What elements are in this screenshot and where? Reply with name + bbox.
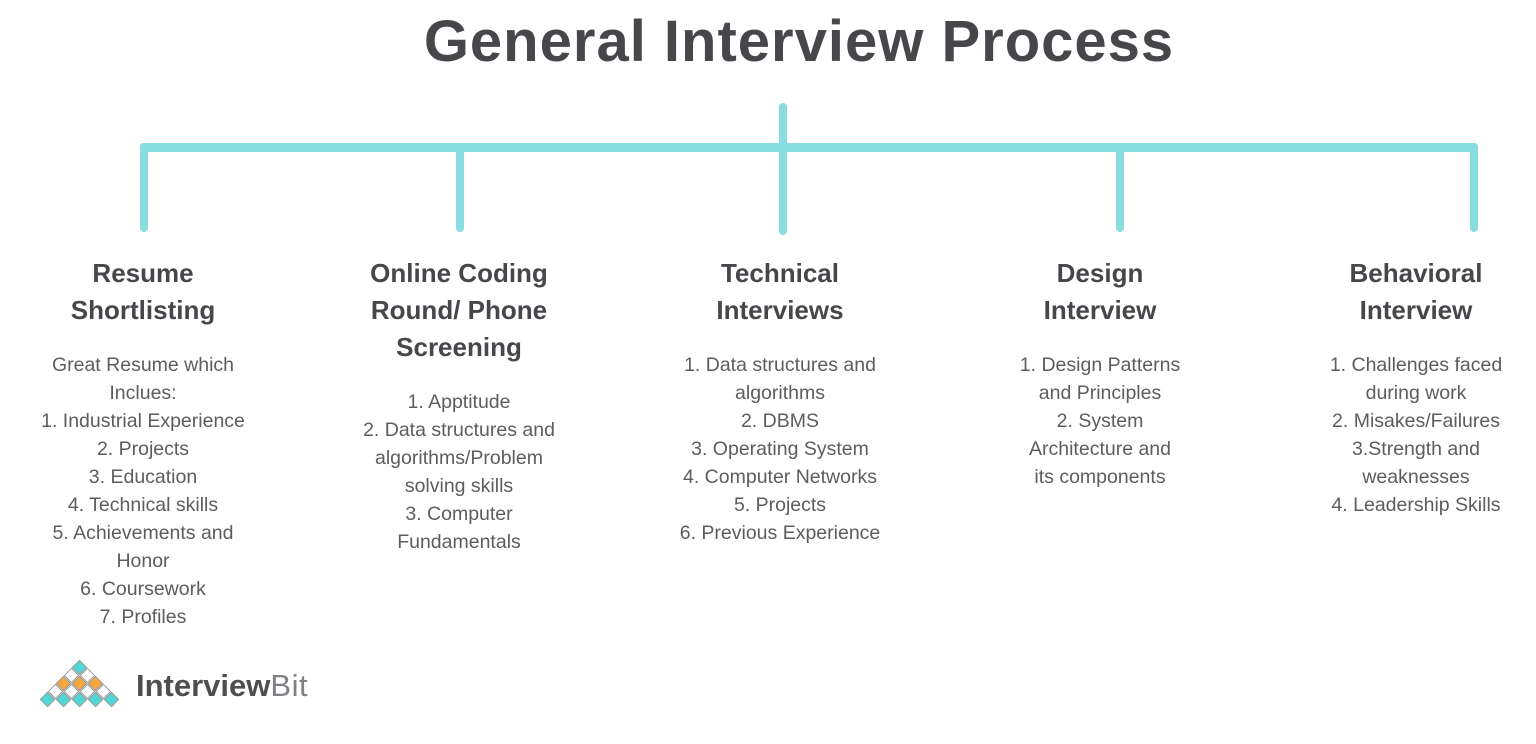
diagram-title: General Interview Process <box>423 9 1175 74</box>
branch-heading: Online Coding Round/ Phone Screening <box>370 258 548 362</box>
branch-online-coding-round: Online Coding Round/ Phone Screening 1. … <box>334 255 584 556</box>
connector-center-stem <box>779 103 787 235</box>
connector-drop-5 <box>1470 143 1478 232</box>
branch-heading: Behavioral Interview <box>1349 258 1483 325</box>
branch-heading: Technical Interviews <box>716 258 844 325</box>
branch-items: 1. Challenges faced during work 2. Misak… <box>1329 354 1503 516</box>
connector-drop-4 <box>1116 143 1124 232</box>
branch-items: 1. Data structures and algorithms 2. DBM… <box>679 354 881 544</box>
branch-behavioral-interview: Behavioral Interview 1. Challenges faced… <box>1291 255 1536 519</box>
branch-items: 1. Design Patterns and Principles 2. Sys… <box>1019 354 1181 488</box>
interviewbit-logo-mark <box>39 659 120 712</box>
interviewbit-logo: InterviewBit <box>39 659 308 712</box>
connector-drop-2 <box>456 143 464 232</box>
branch-heading: Design Interview <box>1043 258 1157 325</box>
branch-design-interview: Design Interview 1. Design Patterns and … <box>990 255 1210 491</box>
branch-resume-shortlisting: Resume Shortlisting Great Resume which I… <box>13 255 273 631</box>
branch-heading: Resume Shortlisting <box>70 258 216 325</box>
interviewbit-logo-wordmark: InterviewBit <box>136 668 308 704</box>
branch-technical-interviews: Technical Interviews 1. Data structures … <box>650 255 910 547</box>
logo-text-bit: Bit <box>270 668 309 703</box>
connector-horizontal-bar <box>140 143 1478 152</box>
branch-items: 1. Apptitude 2. Data structures and algo… <box>363 391 555 553</box>
connector-drop-1 <box>140 143 148 232</box>
logo-text-interview: Interview <box>136 668 271 703</box>
branch-items: Great Resume which Inclues: 1. Industria… <box>41 354 245 628</box>
